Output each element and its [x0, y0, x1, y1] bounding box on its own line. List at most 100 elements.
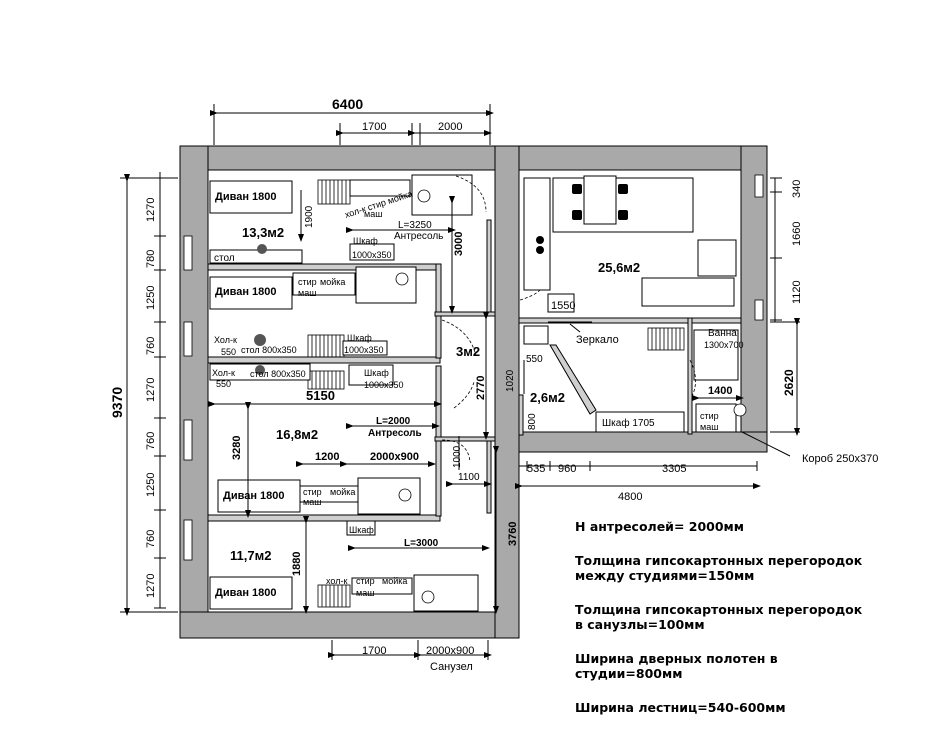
room-area-big: 25,6м2: [598, 260, 640, 275]
dim-h-1400: 1400: [708, 385, 732, 397]
dim-l-2000: L=2000: [376, 416, 411, 427]
shower: [695, 403, 737, 433]
dim-v-1000: 1000: [452, 445, 463, 468]
bath-2: [355, 266, 417, 304]
dim-h-1100: 1100: [458, 472, 480, 483]
dim-bottom-1700: 1700: [362, 645, 386, 657]
notes-block: Н антресолей= 2000мм Толщина гипсокартон…: [575, 519, 915, 734]
duct-label: Короб 250х370: [802, 453, 878, 465]
mirror-label: Зеркало: [576, 334, 619, 346]
dim-v-3280: 3280: [231, 436, 243, 460]
sofa-big: [641, 277, 735, 307]
hall-diagonal: [549, 344, 597, 415]
kitchen-counter: [523, 177, 551, 291]
sink-label-4: мойка: [382, 576, 407, 586]
washer-label-4: стир: [356, 576, 375, 586]
note-partition-studios: Толщина гипсокартонных перегородок между…: [575, 553, 863, 583]
wardrobe-size-2: 1000х350: [344, 345, 384, 355]
mash-label-5: маш: [700, 422, 718, 432]
sofa-4: [209, 576, 293, 610]
door-swings: [441, 175, 696, 463]
dim-bottom-4800: 4800: [618, 491, 642, 503]
fridge-label-2: Хол-к: [212, 368, 235, 378]
dim-h-2000x900: 2000x900: [370, 451, 419, 463]
antresol-label-2: Антресоль: [368, 428, 422, 439]
sofa-label-2: Диван 1800: [215, 286, 277, 298]
antresol-label-1: Антресоль: [394, 231, 443, 242]
table-1: [209, 249, 303, 264]
table-800-label-2: стол 800х350: [250, 369, 306, 379]
dim-h-550: 550: [526, 354, 543, 365]
dim-left-9: 1270: [145, 574, 157, 598]
furniture-labels: Диван 1800 Диван 1800 Диван 1800 Диван 1…: [212, 189, 878, 599]
dim-v-1900: 1900: [304, 205, 315, 228]
dimension-lines: [120, 104, 800, 660]
wardrobe-3: [348, 364, 394, 386]
table-800-label-1: стол 800х350: [241, 345, 297, 355]
dim-left-4: 760: [145, 337, 157, 355]
dim-right-1120: 1120: [791, 280, 803, 304]
dim-bottom-535: 535: [527, 463, 545, 475]
dim-v-1020: 1020: [505, 369, 516, 392]
dim-h-1550: 1550: [551, 300, 575, 312]
dim-bottom-960: 960: [558, 463, 576, 475]
kitchen-2: [292, 272, 356, 296]
mash-label-2: маш: [298, 288, 316, 298]
dim-l-3250: L=3250: [398, 220, 432, 231]
wardrobe-label-4: Шкаф: [349, 525, 374, 535]
note-mezzanine-height: Н антресолей= 2000мм: [575, 519, 744, 534]
note-door-width: Ширина дверных полотен в студии=800мм: [575, 651, 778, 681]
room-area-corridor: 3м2: [456, 344, 480, 359]
room-area-3: 11,7м2: [230, 548, 271, 563]
dim-bottom-3305: 3305: [662, 463, 686, 475]
dim-right-340: 340: [791, 180, 803, 198]
wardrobe-4: [346, 520, 376, 536]
toilets: [395, 189, 747, 604]
washer-label-2: стир: [298, 277, 317, 287]
dim-top-1700: 1700: [362, 121, 386, 133]
sofa-label-1: Диван 1800: [215, 191, 277, 203]
sink-label-2: мойка: [320, 277, 345, 287]
dim-v-3000: 3000: [453, 232, 465, 256]
note-stair-width: Ширина лестниц=540-600мм: [575, 700, 786, 715]
dim-v-3760: 3760: [507, 522, 519, 546]
cabinet-hall: [523, 325, 549, 345]
dim-total-width: 6400: [332, 96, 363, 112]
mash-label-3: маш: [303, 497, 321, 507]
dim-right-2620: 2620: [782, 369, 796, 396]
dim-bottom-sanuzel: Санузел: [430, 661, 473, 673]
washer-label-3: стир: [303, 487, 322, 497]
wardrobe-big: [595, 411, 685, 433]
room-labels: 13,3м2 16,8м2 11,7м2 25,6м2 2,6м2 3м2: [230, 225, 640, 563]
dim-left-6: 760: [145, 432, 157, 450]
sink-label-3: мойка: [330, 487, 355, 497]
furniture: [209, 174, 739, 612]
dim-left-3: 1250: [145, 286, 157, 310]
window-openings: [183, 174, 764, 561]
sofa-label-4: Диван 1800: [215, 587, 277, 599]
wardrobe-1: [349, 243, 395, 261]
wardrobe-size-3: 1000х350: [364, 380, 404, 390]
wardrobe-label-2: Шкаф: [347, 333, 372, 343]
table-label: стол: [214, 253, 235, 264]
dim-left-7: 1250: [145, 473, 157, 497]
dim-h-5150: 5150: [306, 388, 335, 403]
bath-4: [413, 574, 479, 612]
dim-top-2000: 2000: [438, 121, 462, 133]
dim-left-1: 1270: [145, 198, 157, 222]
dim-v-1880: 1880: [291, 552, 303, 576]
room-area-2: 16,8м2: [276, 427, 318, 442]
chairs: [254, 184, 628, 375]
fridge-size-2: 550: [216, 379, 231, 389]
room-area-1: 13,3м2: [242, 225, 284, 240]
kitchen-4: [351, 577, 413, 595]
sofa-1: [209, 180, 293, 214]
fridge-label-4: хол-к: [326, 576, 347, 586]
wardrobe-size-1: 1000х350: [352, 250, 392, 260]
fridge-size-1: 550: [221, 347, 236, 357]
room-area-hall: 2,6м2: [530, 390, 565, 405]
dim-l-3000: L=3000: [404, 538, 439, 549]
dim-v-2770: 2770: [475, 376, 487, 400]
mash-label-4: маш: [356, 588, 374, 598]
